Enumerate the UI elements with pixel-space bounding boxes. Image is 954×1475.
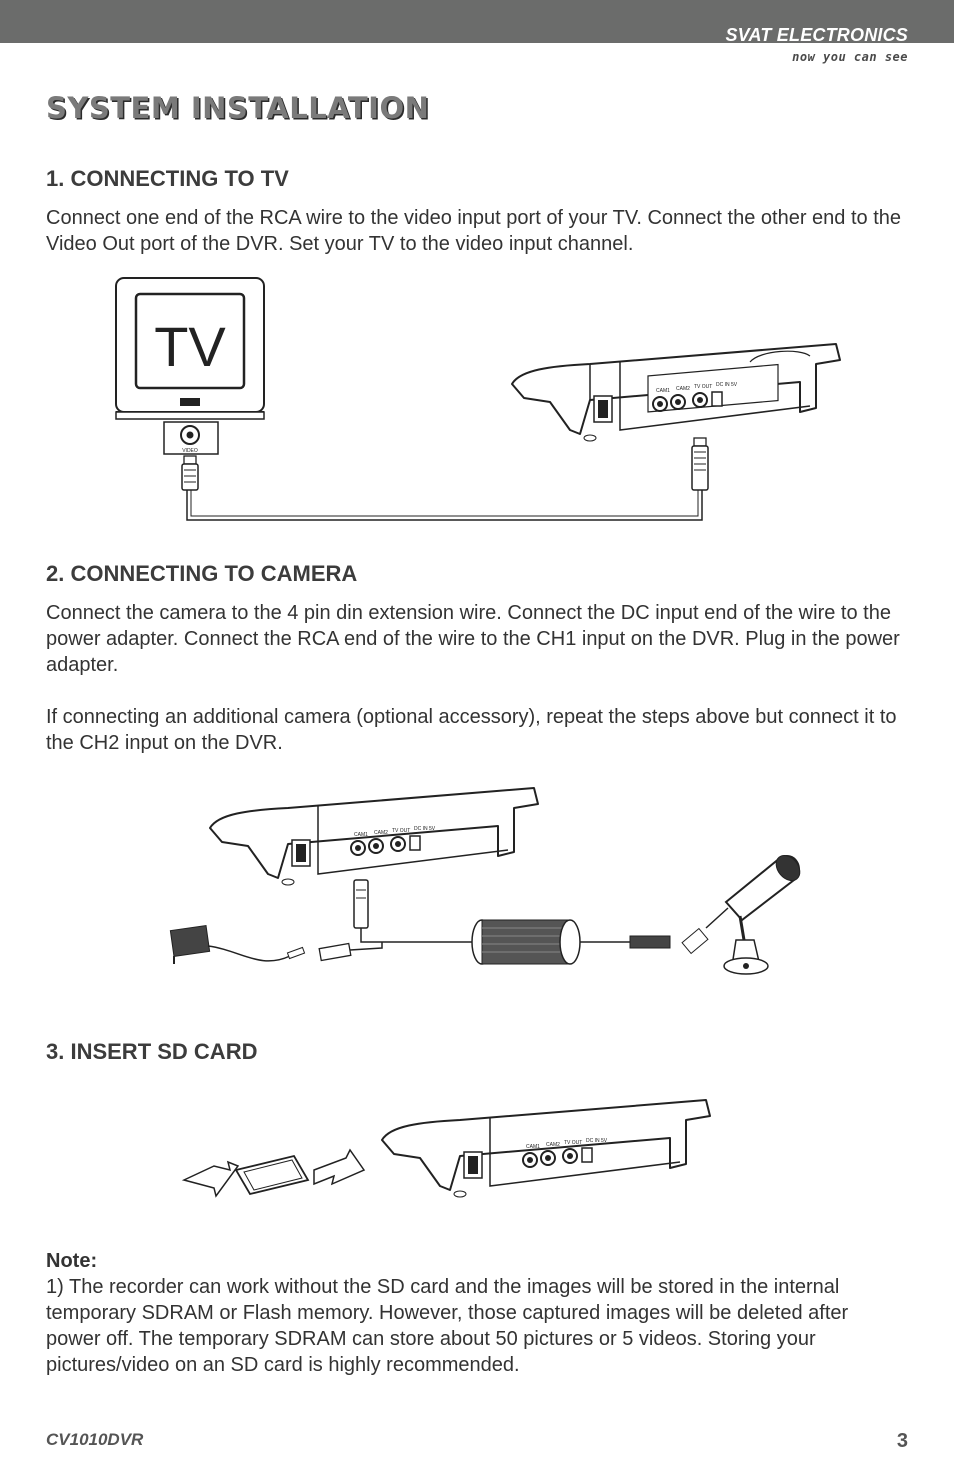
rca-plug-left — [181, 455, 199, 491]
tv-out-label: TV OUT — [392, 828, 410, 834]
cam1-label: CAM1 — [526, 1144, 540, 1150]
footer-model: CV1010DVR — [46, 1430, 144, 1449]
arrow-out-icon — [181, 1160, 240, 1198]
cam1-label: CAM1 — [354, 832, 368, 838]
cam1-label: CAM1 — [656, 388, 670, 394]
sd-card-illustration — [234, 1154, 310, 1196]
camera-illustration — [723, 854, 801, 975]
rca-plug — [353, 879, 369, 929]
extension-wire-coil — [471, 919, 581, 965]
tv-out-label: TV OUT — [694, 384, 712, 390]
dvr-unit: CAM1 CAM2 TV OUT DC IN 5V — [209, 787, 539, 886]
rca-plug-right — [691, 437, 709, 491]
tv-out-label: TV OUT — [564, 1140, 582, 1146]
section-camera-text-1: Connect the camera to the 4 pin din exte… — [46, 602, 900, 676]
dc-connector — [318, 942, 352, 962]
camera-connection-diagram: CAM1 CAM2 TV OUT DC IN 5V — [169, 787, 801, 975]
note-block: Note: 1) The recorder can work without t… — [46, 1248, 906, 1378]
sd-card-diagram: CAM1 CAM2 TV OUT DC IN 5V — [181, 1099, 711, 1198]
cam2-label: CAM2 — [546, 1142, 560, 1148]
din-connector — [629, 935, 671, 949]
dvr-unit: CAM1 CAM2 TV OUT DC IN 5V — [381, 1099, 711, 1198]
tv-connection-diagram: TV VIDEO CAM1 CAM2 TV OU — [115, 277, 841, 521]
brand-name: SVAT ELECTRONICS — [725, 25, 908, 45]
tv-illustration: TV — [115, 277, 265, 420]
page-number: 3 — [896, 1430, 908, 1452]
dvr-unit: CAM1 CAM2 TV OUT DC IN 5V — [511, 343, 841, 442]
dc-in-label: DC IN 5V — [716, 382, 738, 388]
section-heading-tv: 1. CONNECTING TO TV — [46, 166, 289, 191]
note-label: Note: — [46, 1250, 98, 1272]
section-heading-sd-card: 3. INSERT SD CARD — [46, 1039, 258, 1064]
cam2-label: CAM2 — [676, 386, 690, 392]
dc-in-label: DC IN 5V — [414, 826, 436, 832]
section-heading-camera: 2. CONNECTING TO CAMERA — [46, 561, 358, 586]
section-camera-text-2: If connecting an additional camera (opti… — [46, 706, 897, 754]
tv-video-port: VIDEO — [163, 421, 219, 455]
arrow-in-icon — [313, 1148, 366, 1186]
video-port-label: VIDEO — [182, 448, 198, 454]
page-title: SYSTEM INSTALLATION — [46, 91, 430, 125]
note-text: 1) The recorder can work without the SD … — [46, 1276, 849, 1376]
brand-tagline: now you can see — [792, 50, 908, 64]
header-bar — [0, 0, 954, 43]
dc-in-label: DC IN 5V — [586, 1138, 608, 1144]
section-tv-text: Connect one end of the RCA wire to the v… — [46, 207, 901, 255]
tv-screen-label: TV — [154, 315, 226, 378]
power-adapter — [169, 925, 306, 964]
cam2-label: CAM2 — [374, 830, 388, 836]
